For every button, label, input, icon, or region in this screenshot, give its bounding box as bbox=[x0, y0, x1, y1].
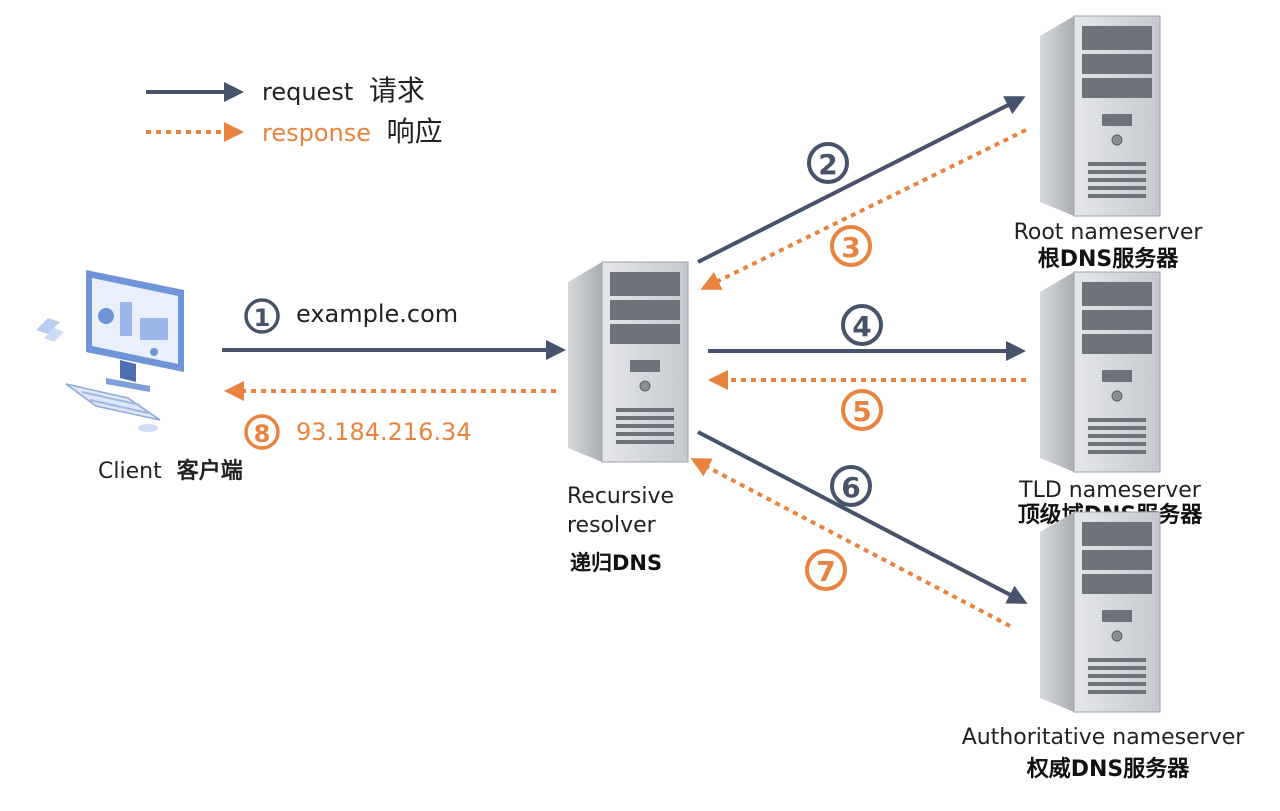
auth-server-label-zh: 权威DNS服务器 bbox=[1026, 756, 1191, 782]
legend-request-label: request bbox=[262, 78, 353, 106]
tld-nameserver-icon bbox=[1039, 271, 1161, 473]
root-server-label-zh: 根DNS服务器 bbox=[1038, 247, 1180, 272]
step-badge-2: 2 bbox=[807, 142, 849, 184]
svg-text:response 响应: response 响应 bbox=[262, 115, 443, 148]
step-badge-5: 5 bbox=[841, 389, 883, 431]
root-server-label: Root nameserver bbox=[1014, 220, 1204, 245]
step-number-2: 2 bbox=[818, 148, 837, 181]
step-badge-7: 7 bbox=[805, 549, 847, 591]
step-badge-1: 1 bbox=[244, 298, 280, 334]
client-computer-icon bbox=[36, 270, 184, 432]
step-number-5: 5 bbox=[852, 395, 871, 428]
request-arrow-2 bbox=[697, 96, 1026, 264]
authoritative-nameserver-icon bbox=[1039, 511, 1161, 713]
step-number-7: 7 bbox=[816, 555, 835, 588]
query-domain-label: example.com bbox=[296, 300, 458, 328]
resolver-label-zh: 递归DNS bbox=[570, 551, 662, 575]
step-badge-4: 4 bbox=[841, 304, 883, 346]
legend-request-label-zh: 请求 bbox=[369, 74, 425, 107]
client-label: Client bbox=[98, 459, 162, 484]
step-number-6: 6 bbox=[841, 471, 860, 504]
recursive-resolver-server-icon bbox=[567, 261, 689, 463]
answer-ip-label: 93.184.216.34 bbox=[296, 418, 472, 446]
response-arrow-3 bbox=[700, 128, 1027, 290]
step-badge-3: 3 bbox=[830, 225, 872, 267]
auth-server-label: Authoritative nameserver bbox=[962, 725, 1246, 750]
legend-response-label: response bbox=[262, 119, 371, 147]
svg-text:Client 客户端: Client 客户端 bbox=[98, 458, 243, 484]
root-nameserver-icon bbox=[1039, 15, 1161, 217]
step-number-3: 3 bbox=[841, 231, 860, 264]
legend: request 请求 response 响应 bbox=[146, 74, 443, 148]
request-arrow-6 bbox=[697, 430, 1028, 604]
step-number-1: 1 bbox=[254, 304, 271, 332]
resolver-label-line1: Recursive bbox=[567, 484, 674, 509]
legend-response-label-zh: 响应 bbox=[387, 115, 443, 148]
svg-text:request 请求: request 请求 bbox=[262, 74, 425, 107]
resolver-label-line2: resolver bbox=[567, 513, 657, 538]
step-number-8: 8 bbox=[254, 420, 271, 448]
client-label-zh: 客户端 bbox=[177, 458, 243, 484]
tld-server-label: TLD nameserver bbox=[1018, 478, 1202, 503]
step-number-4: 4 bbox=[852, 310, 871, 343]
step-badge-8: 8 bbox=[244, 414, 280, 450]
step-badge-6: 6 bbox=[830, 465, 872, 507]
